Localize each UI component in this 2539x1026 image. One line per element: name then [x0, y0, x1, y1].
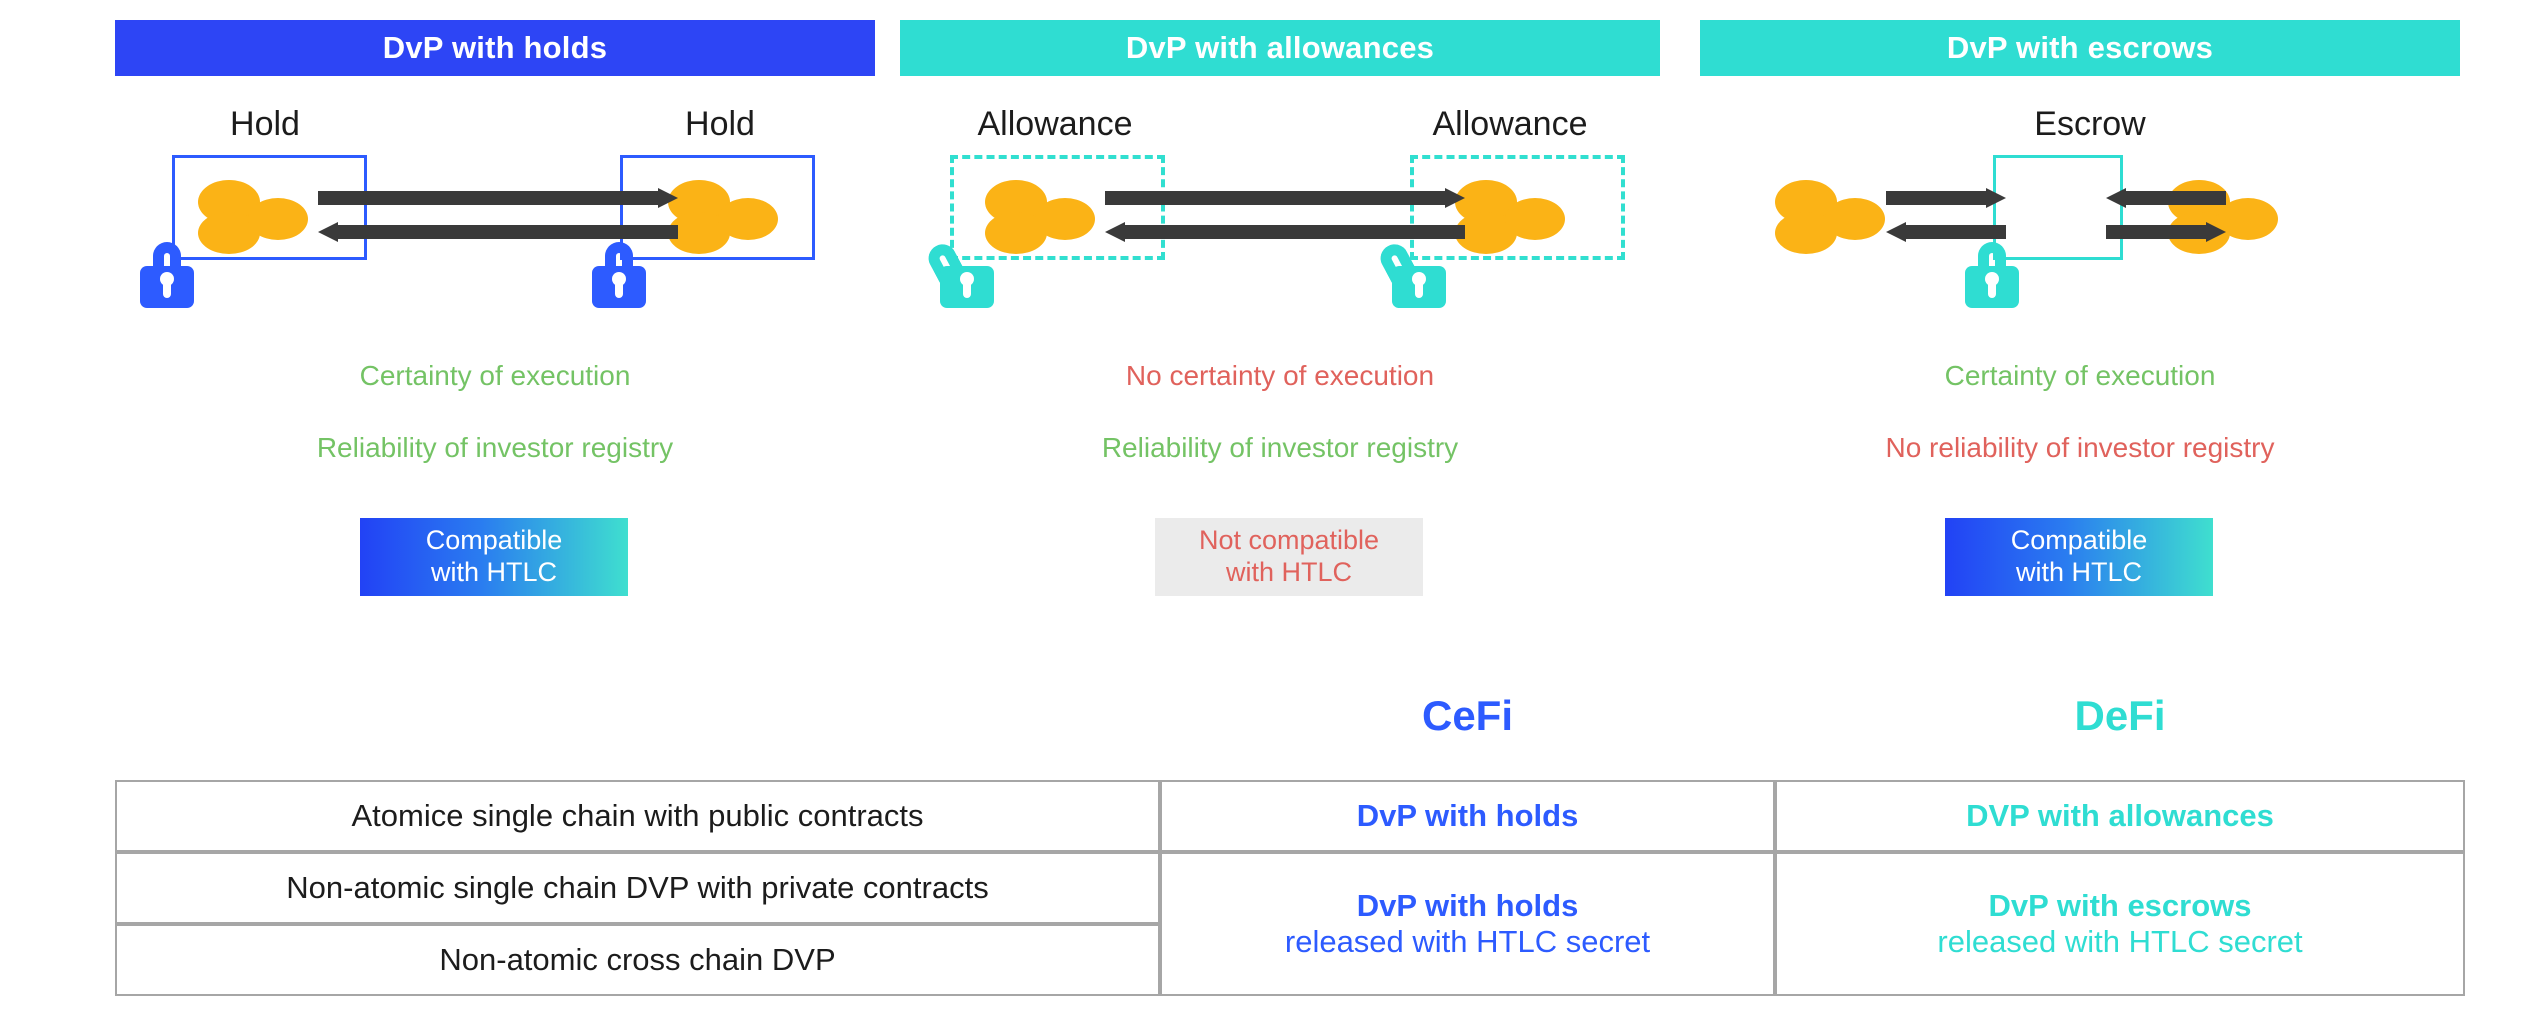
arrow-right-icon: [318, 188, 678, 208]
table-cell-subtext: released with HTLC secret: [1284, 924, 1651, 959]
htlc-badge-holds: Compatible with HTLC: [360, 518, 628, 596]
panel-header-holds: DvP with holds: [115, 20, 875, 76]
coin-group-left-holds: [198, 180, 316, 254]
table-cell-defi-1: DVP with allowances: [1775, 780, 2465, 852]
coin-icon: [1035, 198, 1095, 240]
hold-label-right: Hold: [685, 105, 755, 143]
status-certainty-escrows: Certainty of execution: [1944, 360, 2216, 391]
status-certainty-allowances: No certainty of execution: [1125, 360, 1435, 391]
status-registry-holds: Reliability of investor registry: [316, 432, 674, 463]
coin-group-left-allowances: [985, 180, 1103, 254]
padlock-open-icon: [923, 239, 994, 308]
status-registry-escrows: No reliability of investor registry: [1885, 432, 2275, 463]
table-cell-text: DvP with holds: [1356, 798, 1579, 833]
htlc-badge-line-2: with HTLC: [430, 557, 558, 587]
arrow-left-icon: [1886, 222, 2006, 242]
coin-icon: [718, 198, 778, 240]
table-cell-subtext: released with HTLC secret: [1937, 924, 2303, 959]
allowance-box-right: [1410, 155, 1625, 260]
panel-header-escrows: DvP with escrows: [1700, 20, 2460, 76]
panel-header-allowances: DvP with allowances: [900, 20, 1660, 76]
coin-icon: [1505, 198, 1565, 240]
coin-group-left-escrows: [1775, 180, 1893, 254]
htlc-badge-escrows: Compatible with HTLC: [1945, 518, 2213, 596]
panel-header-label: DvP with escrows: [1946, 30, 2214, 65]
status-registry-allowances: Reliability of investor registry: [1101, 432, 1459, 463]
table-cell-text: DvP with escrows: [1988, 888, 2252, 923]
table-row-label-2: Non-atomic single chain DVP with private…: [115, 852, 1160, 924]
panel-header-label: DvP with holds: [382, 30, 608, 65]
hold-label-left: Hold: [230, 105, 300, 143]
arrow-left-icon: [1105, 222, 1465, 242]
arrow-right-icon: [2106, 222, 2226, 242]
arrow-right-icon: [1886, 188, 2006, 208]
panel-header-label: DvP with allowances: [1125, 30, 1435, 65]
column-title-cefi: CeFi: [1421, 692, 1513, 739]
table-row-label-1: Atomice single chain with public contrac…: [115, 780, 1160, 852]
htlc-badge-allowances: Not compatible with HTLC: [1155, 518, 1423, 596]
table-cell-cefi-1: DvP with holds: [1160, 780, 1775, 852]
table-cell-text: Atomice single chain with public contrac…: [351, 798, 924, 833]
allowance-label-left: Allowance: [977, 105, 1133, 143]
hold-box-right: [620, 155, 815, 260]
status-certainty-holds: Certainty of execution: [359, 360, 631, 391]
padlock-closed-icon: [1965, 242, 2019, 308]
coin-icon: [248, 198, 308, 240]
htlc-badge-line-1: Not compatible: [1198, 525, 1380, 556]
htlc-badge-line-2: with HTLC: [1225, 557, 1353, 587]
coin-group-right-holds: [668, 180, 786, 254]
table-cell-text: DvP with holds: [1356, 888, 1579, 923]
escrow-label: Escrow: [2034, 105, 2146, 143]
htlc-badge-line-2: with HTLC: [2015, 557, 2143, 587]
padlock-closed-icon: [140, 242, 194, 308]
htlc-badge-line-1: Compatible: [2010, 525, 2148, 556]
table-cell-text: Non-atomic cross chain DVP: [439, 942, 836, 977]
allowance-label-right: Allowance: [1432, 105, 1588, 143]
arrow-left-icon: [318, 222, 678, 242]
table-row-label-3: Non-atomic cross chain DVP: [115, 924, 1160, 996]
allowance-box-left: [950, 155, 1165, 260]
arrow-left-icon: [2106, 188, 2226, 208]
padlock-closed-icon: [592, 242, 646, 308]
padlock-open-icon: [1375, 239, 1446, 308]
htlc-badge-line-1: Compatible: [425, 525, 563, 556]
table-cell-defi-2: DvP with escrows released with HTLC secr…: [1775, 852, 2465, 996]
column-title-defi: DeFi: [2074, 692, 2166, 739]
coin-icon: [2218, 198, 2278, 240]
arrow-right-icon: [1105, 188, 1465, 208]
table-cell-text: DVP with allowances: [1966, 798, 2274, 833]
coin-group-right-allowances: [1455, 180, 1573, 254]
table-cell-cefi-2: DvP with holds released with HTLC secret: [1160, 852, 1775, 996]
coin-icon: [1825, 198, 1885, 240]
table-cell-text: Non-atomic single chain DVP with private…: [286, 870, 989, 905]
hold-box-left: [172, 155, 367, 260]
